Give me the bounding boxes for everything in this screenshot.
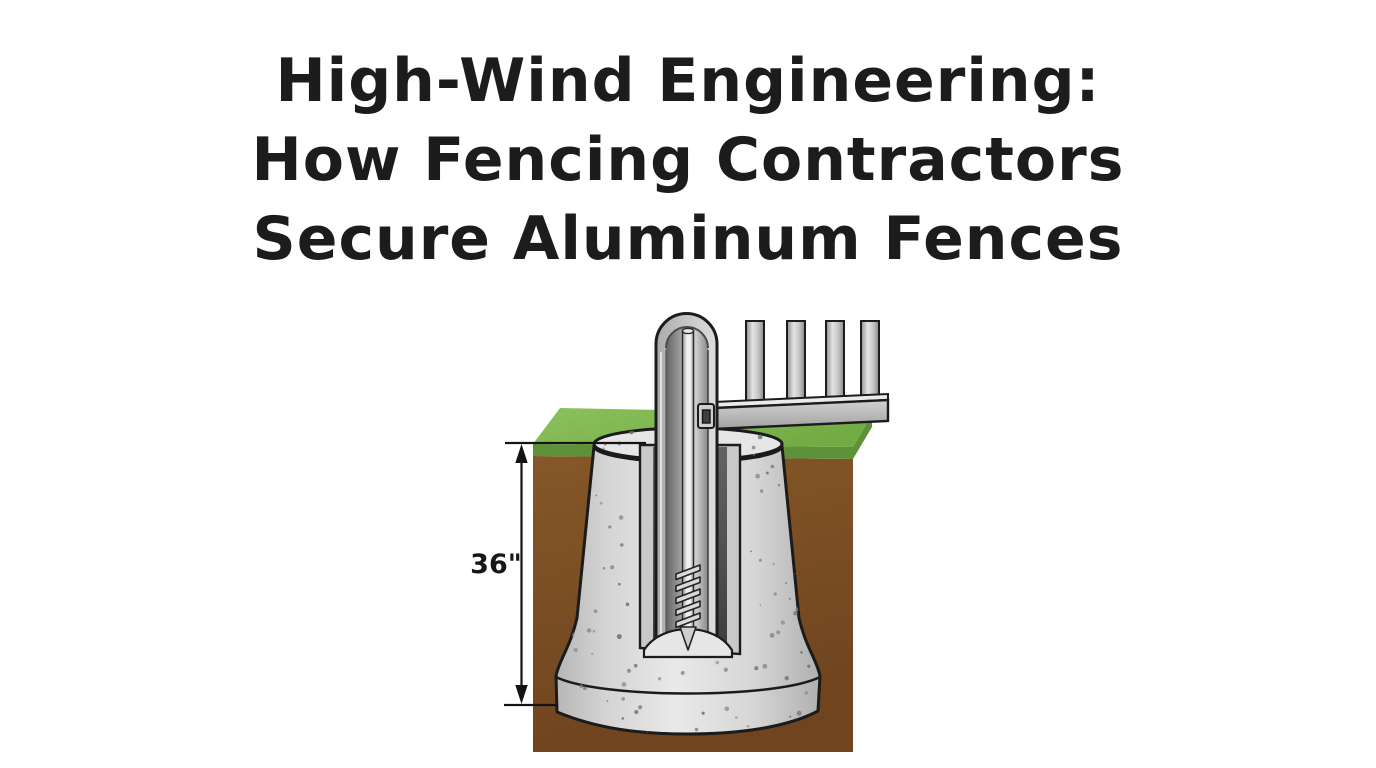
- post-inner-rim: [665, 326, 709, 349]
- title-line-2: How Fencing Contractors: [251, 125, 1125, 195]
- depth-dimension-label: 36": [470, 549, 522, 580]
- picket: [786, 320, 806, 408]
- fence-post: [654, 312, 719, 640]
- picket: [825, 320, 845, 408]
- grass-side-face: [853, 414, 872, 459]
- title-line-3: Secure Aluminum Fences: [252, 204, 1124, 274]
- fence-pickets: [745, 320, 880, 408]
- arrow-up-icon: [515, 444, 528, 463]
- depth-dimension: 36": [470, 444, 558, 707]
- picket: [745, 320, 765, 408]
- page-title: High-Wind Engineering: How Fencing Contr…: [0, 42, 1376, 279]
- anchor-screw-tip: [679, 626, 697, 651]
- arrow-down-icon: [515, 685, 528, 704]
- anchor-screw-threads: [675, 564, 701, 651]
- fence-rail: [712, 392, 890, 431]
- title-line-1: High-Wind Engineering:: [275, 46, 1101, 116]
- anchor-rod-top: [681, 327, 695, 335]
- footing-base-edge: [555, 675, 821, 695]
- rail-bracket: [697, 403, 715, 429]
